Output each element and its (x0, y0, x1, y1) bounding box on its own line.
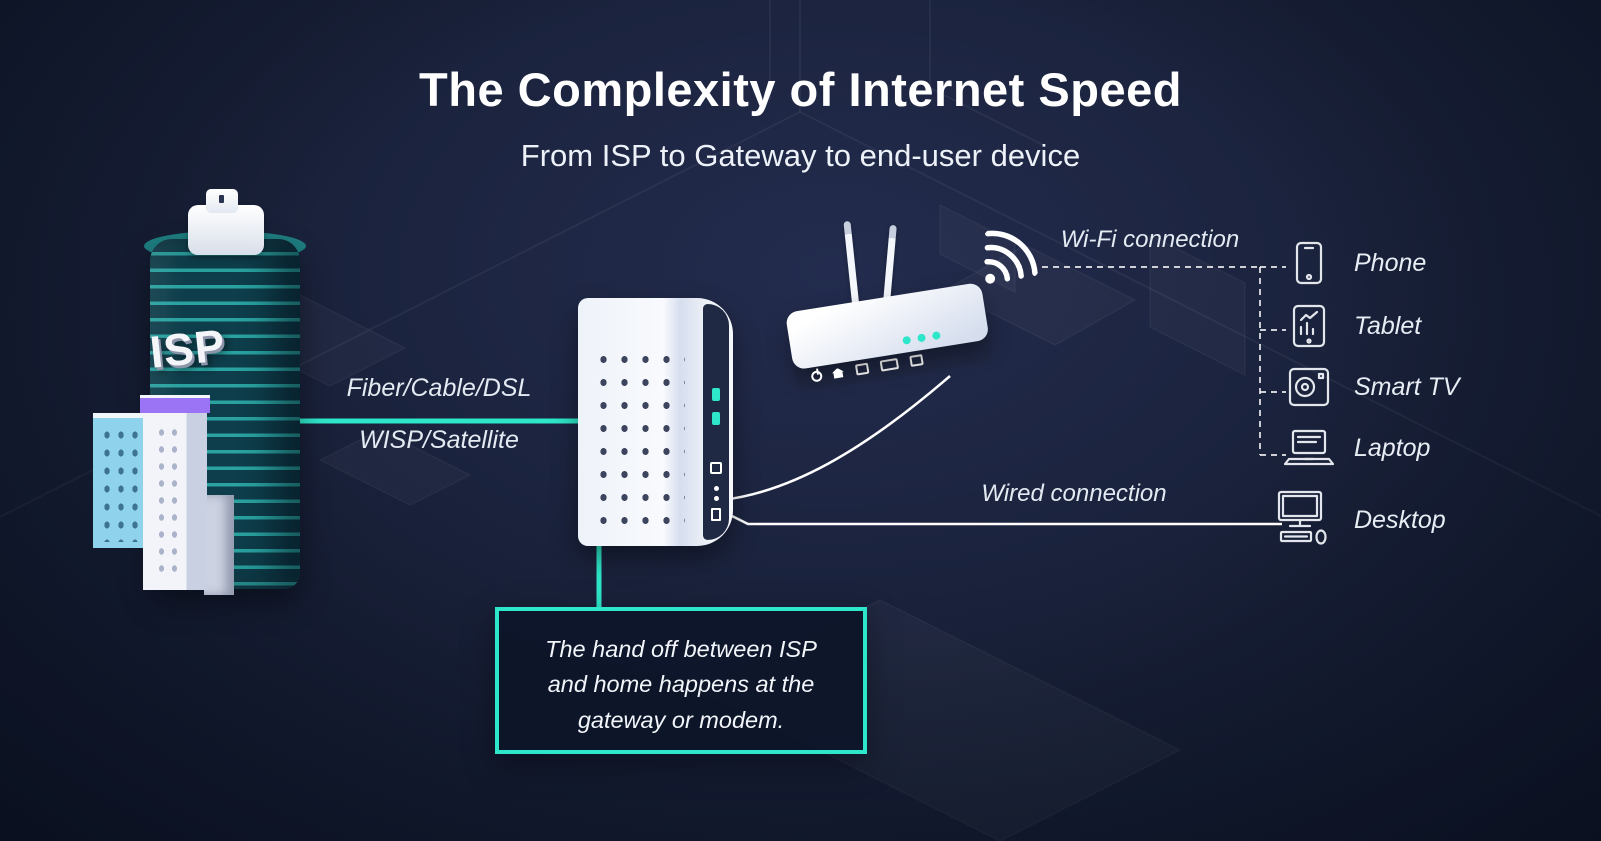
tablet-icon (1282, 303, 1336, 349)
router-port-icon (854, 362, 870, 376)
isp-roof-unit-small (206, 189, 238, 213)
device-item-laptop: Laptop (1282, 428, 1430, 468)
home-icon (831, 367, 844, 379)
page-subtitle: From ISP to Gateway to end-user device (520, 138, 1081, 173)
modem-vents (593, 348, 685, 524)
page-title: The Complexity of Internet Speed (419, 63, 1182, 116)
modem-body (578, 298, 733, 546)
modem-led (712, 412, 720, 425)
router-led (916, 333, 927, 343)
wifi-router-illustration (784, 215, 994, 405)
small-building-purple-roof (140, 398, 210, 590)
wifi-dashed-links (1042, 266, 1286, 456)
isp-building-illustration: ISP (88, 189, 328, 603)
modem-led-panel (703, 304, 729, 540)
callout-text: The hand off between ISP and home happen… (545, 636, 817, 733)
router-body (784, 282, 994, 392)
wifi-connection-label: Wi-Fi connection (1060, 226, 1240, 253)
device-label: Desktop (1354, 505, 1446, 534)
device-label: Laptop (1354, 433, 1431, 462)
device-item-tablet: Tablet (1282, 303, 1421, 349)
device-item-smart-tv: Smart TV (1282, 366, 1460, 408)
device-item-desktop: Desktop (1268, 490, 1446, 550)
isp-label: ISP (147, 319, 228, 378)
modem-port-icon (711, 508, 721, 521)
desktop-icon (1268, 490, 1336, 550)
callout-box: The hand off between ISP and home happen… (495, 607, 867, 754)
modem-port-icon (710, 462, 722, 474)
power-icon (810, 369, 824, 383)
device-item-phone: Phone (1282, 240, 1426, 286)
modem-led (712, 388, 720, 401)
link-type-label-1: Fiber/Cable/DSL (346, 374, 532, 402)
wired-connection-label: Wired connection (981, 480, 1167, 507)
small-building-grey (204, 495, 234, 595)
smart-tv-icon (1282, 366, 1336, 408)
wired-connection-cable (719, 508, 1282, 526)
modem-indicator-dot (714, 496, 719, 501)
small-building-blue (93, 413, 145, 548)
device-label: Smart TV (1354, 372, 1460, 401)
modem-indicator-dot (714, 486, 719, 491)
router-led (902, 335, 912, 345)
modem-gateway-illustration (578, 298, 733, 546)
router-led (931, 330, 941, 341)
laptop-icon (1282, 428, 1336, 468)
phone-icon (1282, 240, 1336, 286)
router-port-icon (879, 357, 900, 372)
link-type-label-2: WISP/Satellite (359, 426, 519, 454)
device-label: Tablet (1354, 311, 1422, 340)
router-antenna (843, 220, 860, 310)
router-port-icon (909, 354, 924, 367)
device-label: Phone (1354, 248, 1427, 277)
